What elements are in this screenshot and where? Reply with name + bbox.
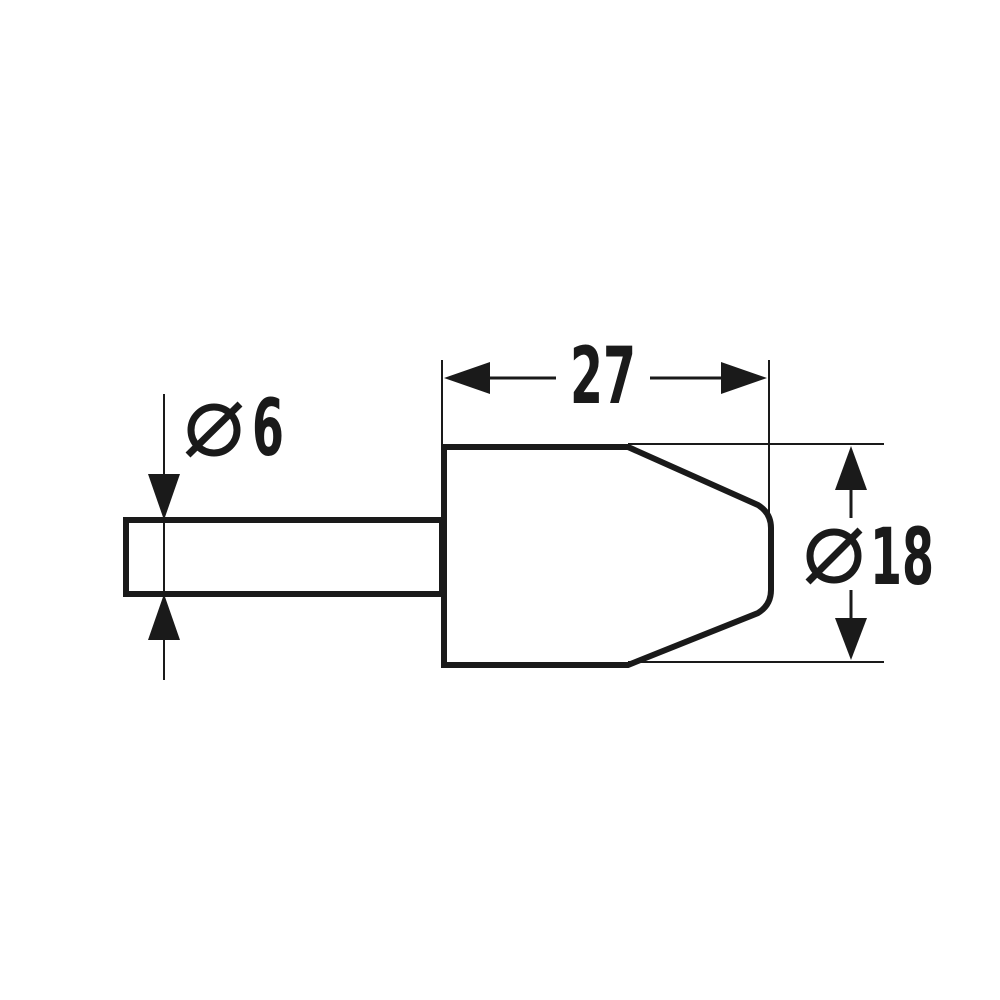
arrowhead-left	[444, 362, 490, 394]
head-diameter-label: 18	[870, 513, 934, 603]
shank-diameter-label: 6	[252, 384, 284, 474]
arrowhead-up-shank	[148, 594, 180, 640]
dimension-length: 27	[444, 332, 767, 422]
arrowhead-down-shank	[148, 474, 180, 520]
part-outline	[123, 444, 774, 668]
dimension-head-diameter: 18	[805, 446, 934, 660]
head	[441, 444, 774, 668]
diameter-symbol-icon	[805, 527, 863, 585]
length-dimension-label: 27	[570, 332, 636, 422]
dimension-shank-diameter: 6	[148, 384, 284, 640]
arrowhead-up	[835, 446, 867, 490]
arrowhead-right	[721, 362, 767, 394]
diameter-symbol-icon	[185, 401, 243, 458]
shank	[123, 517, 445, 597]
arrowhead-down	[835, 618, 867, 660]
